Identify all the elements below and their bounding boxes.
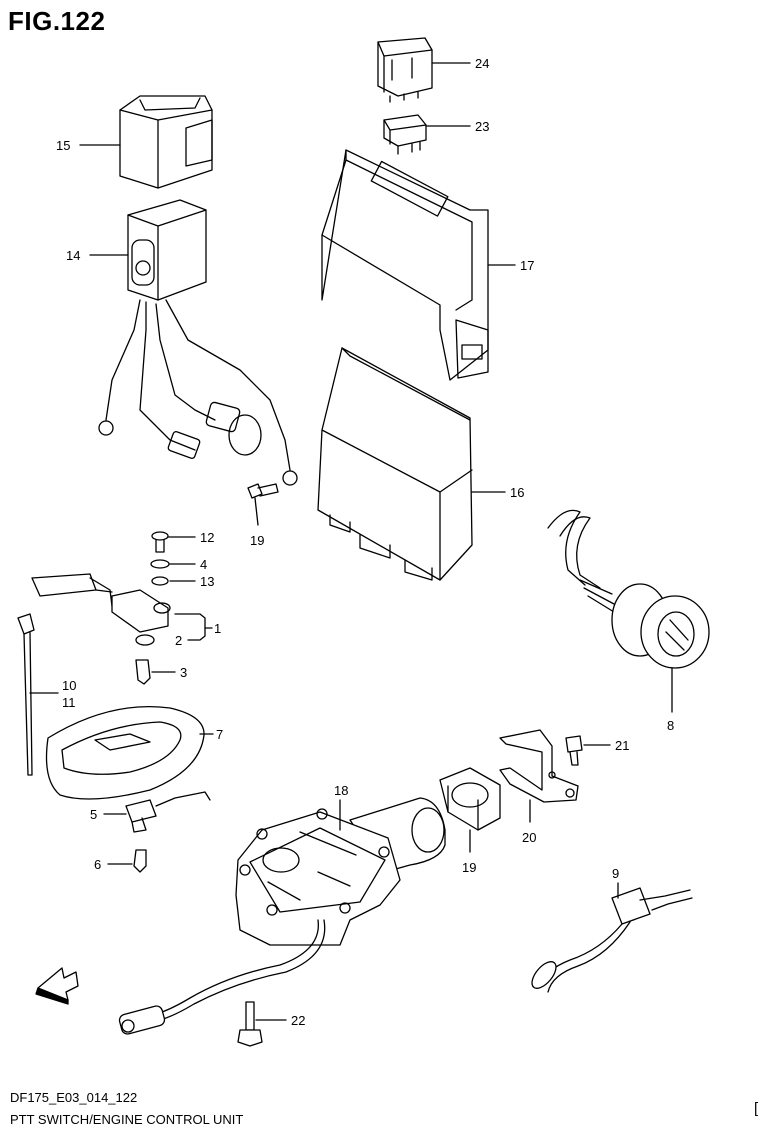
- callout-9: 9: [612, 866, 619, 881]
- callout-1: 1: [214, 621, 221, 636]
- callout-6: 6: [94, 857, 101, 872]
- callout-22: 22: [291, 1013, 305, 1028]
- part-14-control-unit: [89, 199, 298, 486]
- callout-8: 8: [667, 718, 674, 733]
- fwd-arrow-icon: [35, 967, 79, 1005]
- figure-caption: PTT SWITCH/ENGINE CONTROL UNIT: [10, 1112, 244, 1127]
- part-1-ptt-switch: [31, 573, 213, 641]
- callout-7: 7: [216, 727, 223, 742]
- part-3-clip: [135, 659, 176, 685]
- part-16-ecu: [317, 347, 506, 581]
- callout-19-upper: 19: [250, 533, 264, 548]
- callout-3: 3: [180, 665, 187, 680]
- callout-11: 11: [62, 695, 76, 710]
- part-8-trim-sender: [547, 509, 710, 713]
- callout-17: 17: [520, 258, 534, 273]
- part-18-trim-motor: [118, 797, 446, 1035]
- callout-15: 15: [56, 138, 70, 153]
- callout-5: 5: [90, 807, 97, 822]
- part-20-bracket: [499, 729, 579, 823]
- part-9-connector: [531, 882, 693, 993]
- callout-23: 23: [475, 119, 489, 134]
- figure-code: DF175_E03_014_122: [10, 1090, 138, 1105]
- callout-12: 12: [200, 530, 214, 545]
- part-15-cap: [79, 95, 213, 189]
- part-17-bracket: [321, 149, 516, 381]
- part-19-rubber-mount: [439, 767, 501, 853]
- callout-14: 14: [66, 248, 80, 263]
- callout-21: 21: [615, 738, 629, 753]
- callout-18: 18: [334, 783, 348, 798]
- page-bracket: [: [754, 1100, 759, 1117]
- callout-16: 16: [510, 485, 524, 500]
- part-24-relay: [377, 37, 471, 103]
- part-13-washer: [151, 576, 196, 586]
- callout-4: 4: [200, 557, 207, 572]
- callout-24: 24: [475, 56, 489, 71]
- part-2-gasket: [135, 634, 155, 646]
- part-7-cover: [45, 705, 214, 800]
- part-10-11-cable-tie: [17, 613, 59, 776]
- figure-title: FIG.122: [8, 6, 106, 36]
- part-4-washer: [150, 559, 196, 569]
- part-23-relay: [383, 114, 471, 155]
- part-19-bolt: [247, 483, 279, 526]
- part-6-screw: [107, 849, 147, 873]
- callout-13: 13: [200, 574, 214, 589]
- callout-20: 20: [522, 830, 536, 845]
- part-22-bolt: [237, 1001, 287, 1047]
- part-21-bolt: [565, 735, 611, 766]
- part-12-screw: [151, 531, 196, 553]
- callout-19-lower: 19: [462, 860, 476, 875]
- callout-2: 2: [175, 633, 182, 648]
- callout-10: 10: [62, 678, 76, 693]
- part-5-switch: [103, 791, 211, 833]
